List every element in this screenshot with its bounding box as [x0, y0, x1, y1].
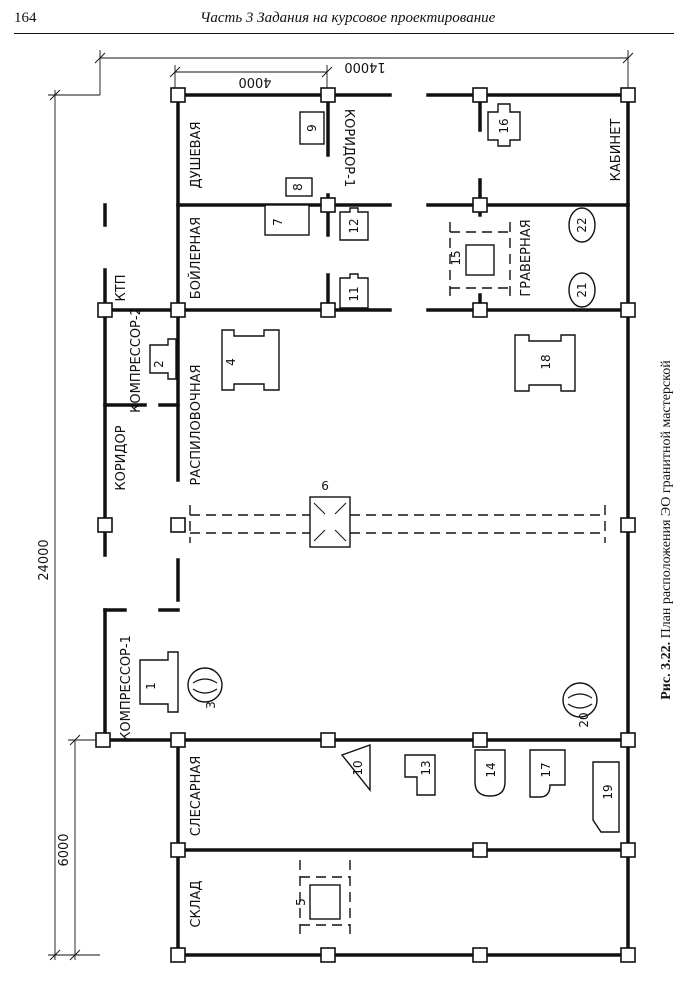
dim-total-width: 14000	[344, 59, 385, 74]
equipment-11	[339, 273, 369, 309]
equipment-22	[568, 207, 596, 243]
room-boylernaya: БОЙЛЕРНАЯ	[188, 217, 204, 299]
label-1: 1	[144, 682, 158, 690]
equipment-7	[264, 204, 310, 236]
figure-caption-number: Рис. 3.22.	[659, 642, 674, 700]
label-9: 9	[305, 124, 319, 132]
equipment-10	[340, 744, 371, 792]
room-slesarnaya: СЛЕСАРНАЯ	[189, 756, 204, 837]
running-head: Часть 3 Задания на курсовое проектирован…	[200, 10, 496, 26]
label-18: 18	[539, 354, 553, 369]
equipment-5	[309, 884, 341, 920]
equipment-4	[221, 329, 280, 391]
label-8: 8	[291, 183, 305, 191]
label-16: 16	[497, 118, 511, 133]
label-6: 6	[321, 479, 329, 493]
crane-rails	[189, 222, 606, 940]
equipment-21	[568, 272, 596, 308]
equipment-17	[529, 749, 566, 798]
columns	[95, 87, 636, 963]
label-14: 14	[484, 762, 498, 777]
equipment-labels: 1 2 3 4 5 6 7 8 9 10 11 12 13 14 15 16 1…	[144, 118, 615, 905]
dim-end-bay: 6000	[57, 833, 72, 866]
equipment-20	[562, 682, 598, 718]
room-kabinet: КАБИНЕТ	[609, 119, 624, 182]
walls	[98, 93, 630, 957]
equipment-19	[592, 761, 620, 833]
label-20: 20	[577, 712, 591, 727]
dim-bay: 4000	[238, 74, 271, 89]
label-10: 10	[351, 760, 365, 775]
header-rule	[14, 33, 674, 34]
label-19: 19	[601, 784, 615, 799]
label-4: 4	[224, 358, 238, 366]
label-12: 12	[347, 218, 361, 233]
label-22: 22	[575, 217, 589, 232]
room-kompressor1: КОМПРЕССОР-1	[119, 635, 134, 741]
equipment-3	[187, 667, 223, 703]
equipment-18	[514, 334, 576, 392]
label-7: 7	[271, 218, 285, 226]
equipment-8	[285, 177, 313, 197]
equipment-12	[339, 207, 369, 241]
label-11: 11	[347, 286, 361, 301]
label-21: 21	[575, 282, 589, 297]
room-raspilovochnaya: РАСПИЛОВОЧНАЯ	[189, 364, 204, 485]
dim-total-length: 24000	[37, 539, 52, 580]
room-ktp: КТП	[114, 275, 129, 302]
label-13: 13	[419, 760, 433, 775]
room-labels: ДУШЕВАЯ КОРИДОР-1 КАБИНЕТ БОЙЛЕРНАЯ КТП …	[114, 109, 624, 928]
label-17: 17	[539, 762, 553, 777]
room-gravernaya: ГРАВЕРНАЯ	[519, 219, 534, 296]
dimension-lines	[48, 50, 634, 961]
label-15: 15	[449, 250, 463, 265]
label-5: 5	[294, 898, 308, 906]
equipment-1	[139, 651, 179, 713]
label-2: 2	[152, 360, 166, 368]
room-koridor: КОРИДОР	[114, 425, 129, 490]
page-number: 164	[14, 10, 37, 26]
equipment-13	[404, 754, 436, 796]
equipment-15	[465, 244, 495, 276]
equipment-14	[474, 749, 506, 797]
fan-symbols	[192, 678, 593, 709]
figure-caption-text: План расположения ЭО гранитной мастерско…	[659, 360, 674, 642]
label-3: 3	[204, 701, 218, 709]
room-koridor1: КОРИДОР-1	[341, 109, 356, 187]
page-header: 164 Часть 3 Задания на курсовое проектир…	[0, 0, 688, 40]
figure-caption: Рис. 3.22. План расположения ЭО гранитно…	[659, 360, 674, 700]
room-sklad: СКЛАД	[189, 880, 204, 927]
equipment-2	[149, 338, 177, 380]
equipment	[139, 103, 620, 920]
equipment-16	[487, 103, 521, 147]
room-dushevaya: ДУШЕВАЯ	[189, 121, 204, 188]
room-kompressor2: КОМПРЕССОР-2	[129, 307, 144, 413]
equipment-9	[299, 111, 325, 145]
